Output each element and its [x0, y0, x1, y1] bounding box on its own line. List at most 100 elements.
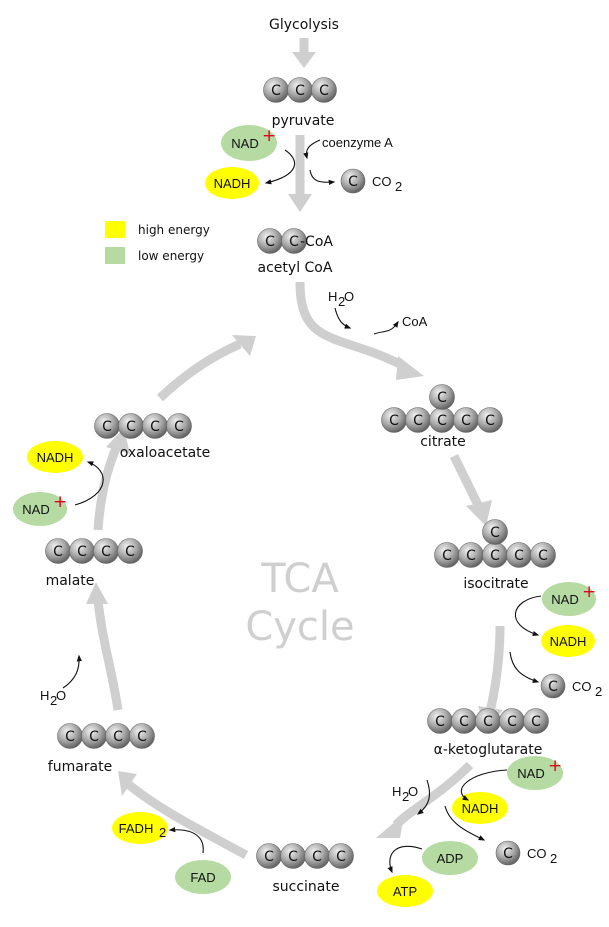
nadh-isocitrate: NADH	[541, 625, 595, 657]
carbon-symbol: C	[437, 413, 447, 429]
arrow-malate-oxaloacetate-shaft	[93, 442, 123, 531]
co2-subscript: 2	[395, 179, 402, 194]
nad-malate-label: NAD	[22, 502, 49, 517]
carbon-atom	[328, 843, 354, 869]
fad: FAD	[175, 860, 231, 894]
nad-pyruvate: NAD+	[221, 125, 277, 161]
arrow-coa-out	[373, 320, 399, 335]
arrow-fumarate-malate-head	[86, 582, 108, 604]
nadh-isocitrate-label: NADH	[550, 634, 587, 649]
molecule-name: oxaloacetate	[120, 445, 211, 461]
coa-released-label: CoA	[402, 314, 428, 329]
fad-label: FAD	[190, 870, 215, 885]
carbon-atom	[166, 413, 192, 439]
carbon-symbol: C	[503, 846, 513, 862]
carbon-symbol: C	[459, 714, 469, 730]
nad-malate: NAD +	[13, 492, 67, 526]
center-title-line1: TCA	[260, 556, 339, 602]
legend: high energy low energy	[105, 221, 210, 264]
nadh-malate: NADH	[27, 441, 83, 473]
legend-label-low-energy: low energy	[138, 249, 204, 263]
carbon-symbol: C	[466, 548, 476, 564]
h2o-o: O	[408, 784, 418, 799]
carbon-symbol: C	[389, 413, 399, 429]
molecule-name: pyruvate	[272, 113, 335, 129]
arrow-h2o-in-fumarate	[62, 654, 83, 689]
carbon-symbol: C	[538, 548, 548, 564]
nad-akg-label: NAD	[517, 766, 544, 781]
arrow-succinate-fumarate-head	[118, 771, 137, 796]
co2-subscript: 2	[595, 684, 602, 699]
molecule-name: isocitrate	[463, 576, 528, 592]
molecule-name: acetyl CoA	[258, 260, 333, 276]
carbon-symbol: C	[271, 83, 281, 99]
carbon-symbol: C	[442, 548, 452, 564]
h2o-subscript: 2	[338, 294, 345, 309]
arrow-nad-to-nadh-isocitrate	[514, 595, 542, 636]
carbon-symbol: C	[137, 729, 147, 745]
cycle-arrows	[86, 38, 505, 859]
carbon-symbol: C	[126, 419, 136, 435]
carbon-symbol: C	[485, 413, 495, 429]
carbon-symbol: C	[312, 849, 322, 865]
carbon-symbol: C	[319, 83, 329, 99]
nad-isocitrate: NAD+	[542, 582, 596, 616]
carbon-symbol: C	[295, 83, 305, 99]
carbon-symbol: C	[113, 729, 123, 745]
h2o-h: H	[328, 289, 337, 304]
arrow-oxaloacetate-cycle-head	[232, 335, 256, 356]
carbon-symbol: C	[514, 548, 524, 564]
carbon-atom	[129, 723, 155, 749]
plus-sign: +	[262, 126, 276, 146]
co2-label: CO	[372, 174, 392, 189]
cofactors: NAD+NADHNADHNAD+NAD+NADHNAD+NADHADPATPFA…	[13, 125, 596, 907]
carbon-atom	[540, 673, 566, 699]
nadh-pyruvate: NADH	[205, 167, 259, 199]
arrow-succinate-fumarate-shaft	[125, 780, 249, 859]
co2-label: CO	[527, 846, 547, 861]
co2-subscript: 2	[550, 851, 557, 866]
atp-bg	[377, 875, 433, 907]
arrow-isocitrate-akg-shaft	[485, 625, 505, 713]
carbon-symbol: C	[288, 849, 298, 865]
molecule-name: citrate	[420, 434, 466, 450]
plus-sign: +	[53, 492, 67, 512]
arrow-nad-to-nadh-pyruvate	[264, 149, 295, 185]
nad-isocitrate-label: NAD	[551, 592, 578, 607]
molecule-name: fumarate	[48, 759, 112, 775]
arrow-citrate-isocitrate-shaft	[449, 454, 483, 507]
arrow-nad-to-nadh-malate	[74, 461, 104, 506]
carbon-symbol: C	[348, 174, 358, 190]
nadh-isocitrate-bg	[541, 625, 595, 657]
nad-malate-bg	[13, 492, 67, 526]
co2-label: CO	[572, 679, 592, 694]
glycolysis-label: Glycolysis	[269, 17, 339, 33]
fadh2-bg	[112, 812, 168, 844]
h2o-h: H	[392, 784, 401, 799]
fad-bg	[175, 860, 231, 894]
arrow-pyruvate-acetylcoa-head	[288, 194, 312, 212]
nadh-malate-label: NADH	[37, 450, 74, 465]
carbon-symbol: C	[150, 419, 160, 435]
carbon-symbol: C	[264, 849, 274, 865]
carbon-atom	[482, 519, 508, 545]
reaction-arrows	[62, 139, 542, 874]
atp-label: ATP	[393, 884, 417, 899]
carbon-symbol: C	[101, 544, 111, 560]
arrow-co2-out-isocitrate	[509, 651, 540, 683]
